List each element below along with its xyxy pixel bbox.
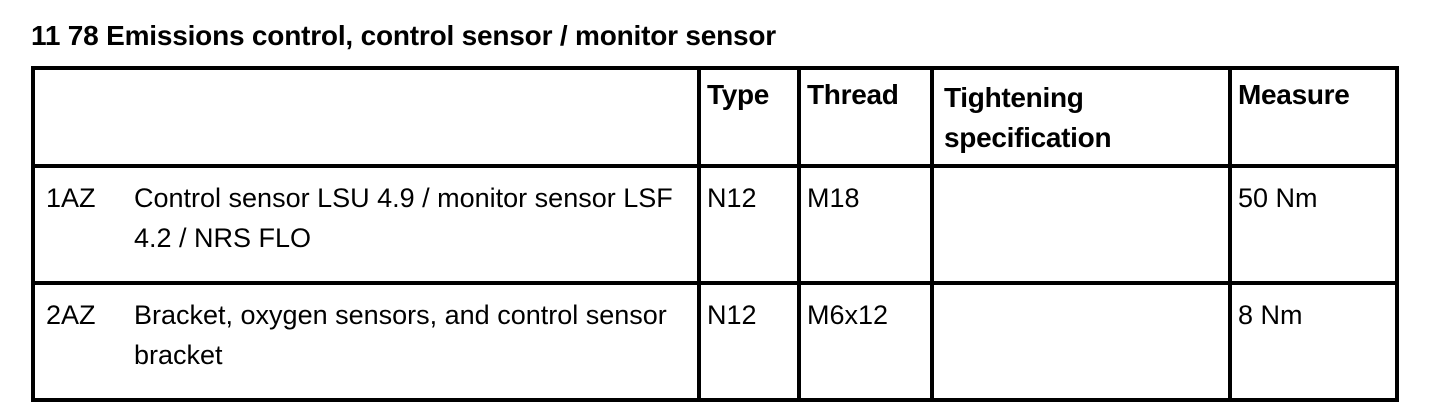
value-thread: M6x12: [807, 300, 889, 330]
header-cell-tightening-specification: Tightening specification: [930, 66, 1232, 168]
torque-specification-table: Type Thread Tightening specification Mea…: [31, 66, 1399, 402]
row-cell-tightening-specification: [930, 281, 1232, 402]
row-cell-item: 2AZ Bracket, oxygen sensors, and control…: [31, 281, 701, 402]
row-cell-thread: M6x12: [797, 281, 934, 402]
page-title: 11 78 Emissions control, control sensor …: [31, 20, 777, 51]
header-label-tightening-line2: specification: [944, 122, 1112, 153]
header-label-measure: Measure: [1238, 79, 1350, 110]
row-cell-type: N12: [697, 281, 801, 402]
table-row: 2AZ Bracket, oxygen sensors, and control…: [31, 281, 1399, 402]
value-tightening-specification: [934, 285, 1228, 398]
header-cell-type: Type: [697, 66, 801, 168]
value-measure: 8 Nm: [1238, 300, 1303, 330]
header-label-type: Type: [707, 79, 770, 110]
item-cell: 1AZ Control sensor LSU 4.9 / monitor sen…: [35, 168, 697, 271]
header-cell-thread: Thread: [797, 66, 934, 168]
item-description: Control sensor LSU 4.9 / monitor sensor …: [134, 183, 673, 253]
value-tightening-specification: [934, 168, 1228, 281]
row-cell-measure: 8 Nm: [1228, 281, 1399, 402]
row-cell-tightening-specification: [930, 164, 1232, 285]
value-type: N12: [707, 300, 757, 330]
header-label-tightening-line1: Tightening: [944, 82, 1084, 113]
header-cell-measure: Measure: [1228, 66, 1399, 168]
value-thread: M18: [807, 183, 860, 213]
item-description: Bracket, oxygen sensors, and control sen…: [134, 300, 667, 370]
item-code: 1AZ: [46, 183, 96, 213]
header-cell-item: [31, 66, 701, 168]
row-cell-type: N12: [697, 164, 801, 285]
value-type: N12: [707, 183, 757, 213]
row-cell-item: 1AZ Control sensor LSU 4.9 / monitor sen…: [31, 164, 701, 285]
header-label-tightening-specification: Tightening specification: [934, 70, 1228, 158]
row-cell-measure: 50 Nm: [1228, 164, 1399, 285]
item-cell: 2AZ Bracket, oxygen sensors, and control…: [35, 285, 697, 388]
table-row: 1AZ Control sensor LSU 4.9 / monitor sen…: [31, 164, 1399, 285]
value-measure: 50 Nm: [1238, 183, 1318, 213]
header-label-item: [35, 70, 697, 78]
table-header-row: Type Thread Tightening specification Mea…: [31, 66, 1399, 168]
header-label-thread: Thread: [807, 79, 899, 110]
item-code: 2AZ: [46, 300, 96, 330]
row-cell-thread: M18: [797, 164, 934, 285]
